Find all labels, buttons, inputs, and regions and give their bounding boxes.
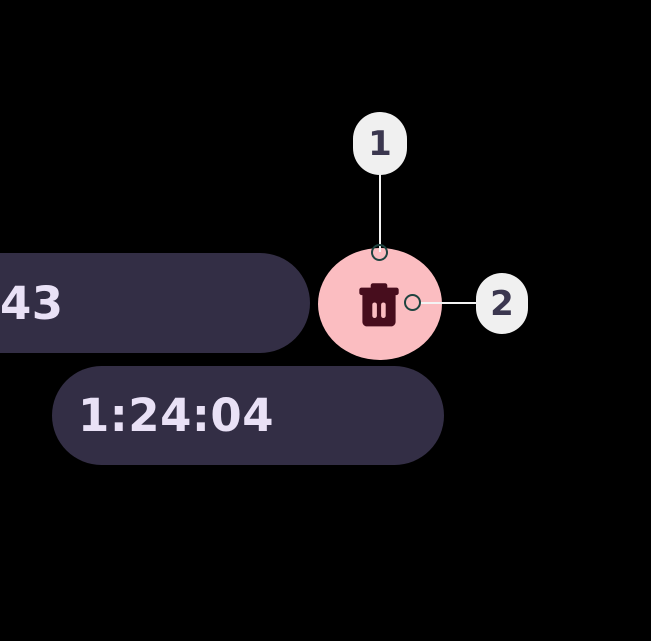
count-pill-label: 43 <box>0 276 64 330</box>
duration-pill-label: 1:24:04 <box>78 389 275 442</box>
annotation-connector-2 <box>419 302 483 304</box>
annotation-anchor-ring-1 <box>371 244 388 261</box>
trash-icon <box>358 281 400 327</box>
delete-button[interactable] <box>318 248 442 360</box>
annotation-badge-1[interactable]: 1 <box>353 112 407 175</box>
annotation-badge-2[interactable]: 2 <box>476 273 528 334</box>
count-pill[interactable]: 43 <box>0 253 310 353</box>
annotation-connector-1 <box>379 172 381 252</box>
duration-pill[interactable]: 1:24:04 <box>52 366 444 465</box>
annotation-anchor-ring-2 <box>404 294 421 311</box>
